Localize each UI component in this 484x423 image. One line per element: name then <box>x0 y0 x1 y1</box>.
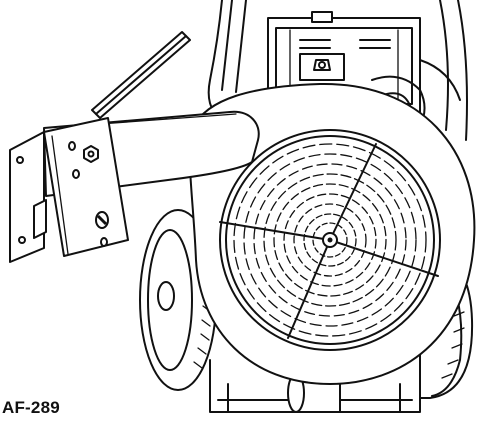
mounting-bracket <box>9 117 129 263</box>
hub <box>322 232 338 248</box>
dashed-grille <box>233 143 427 337</box>
figure-code: AF-289 <box>2 398 60 417</box>
push-handle <box>91 31 191 119</box>
fuel-cap <box>311 11 333 71</box>
spoke <box>219 143 439 339</box>
